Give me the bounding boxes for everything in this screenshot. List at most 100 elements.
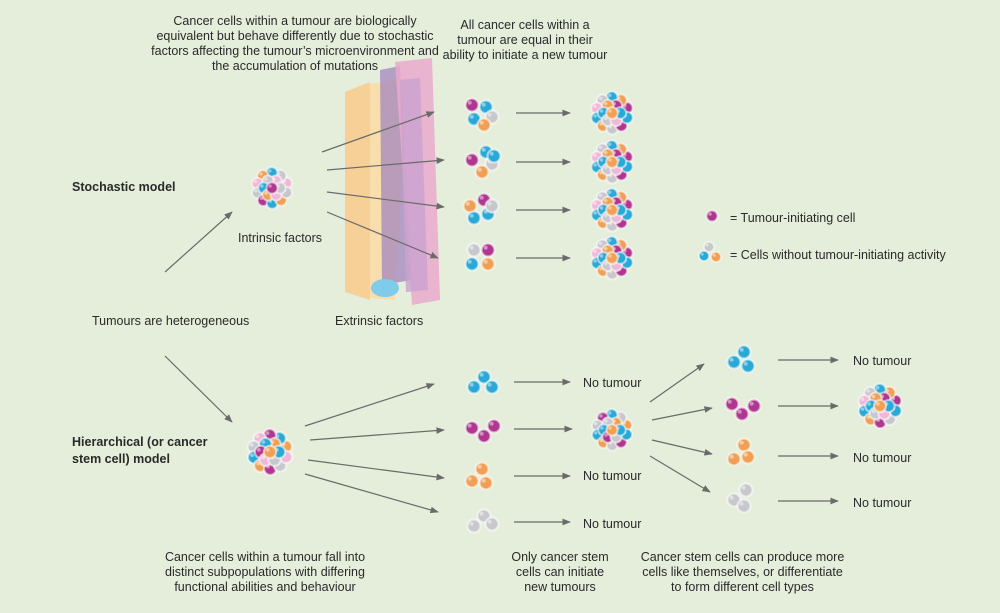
cell-highlight	[593, 114, 597, 118]
cell-highlight	[479, 431, 484, 436]
cell	[484, 379, 500, 395]
cell-highlight	[250, 453, 254, 458]
cell-highlight	[604, 198, 608, 203]
cell-highlight	[265, 431, 270, 435]
cell-highlight	[489, 421, 494, 426]
cell	[734, 406, 750, 422]
cell-highlight	[599, 109, 604, 113]
hierarchical-model-title: Hierarchical (or cancer stem cell) model	[72, 435, 208, 466]
cell-highlight	[743, 452, 748, 457]
cell-highlight	[608, 206, 612, 210]
cell-highlight	[867, 402, 871, 406]
cell-highlight	[467, 100, 472, 105]
cell-highlight	[604, 246, 608, 251]
stochastic-cell-group	[464, 97, 500, 133]
arrow	[309, 427, 445, 441]
orange-cell-group-right	[726, 437, 756, 467]
no-tumour-label: No tumour	[853, 451, 912, 465]
cell	[464, 420, 480, 436]
cell-highlight	[739, 347, 744, 352]
new-tumour-cluster	[590, 187, 634, 233]
cell	[726, 354, 742, 370]
cell-highlight	[593, 421, 598, 426]
new-tumour-cluster	[590, 90, 634, 136]
cell	[484, 516, 500, 532]
cell	[724, 396, 740, 412]
grey-cell-group	[466, 508, 500, 534]
bar-yellow	[345, 82, 370, 300]
cell-highlight	[608, 426, 612, 430]
cell-highlight	[465, 201, 470, 206]
cell-highlight	[487, 519, 492, 524]
cell-highlight	[598, 241, 603, 246]
cell-highlight	[737, 409, 742, 414]
cell-highlight	[481, 478, 486, 483]
cell	[605, 203, 619, 217]
cyan-cell-group	[466, 369, 500, 395]
cell-highlight	[860, 407, 865, 411]
only-stem-cells-caption: Only cancer stem cells can initiate new …	[511, 550, 609, 594]
cell-highlight	[743, 361, 748, 366]
cell-highlight	[469, 245, 474, 250]
cell-highlight	[487, 201, 492, 206]
arrow	[649, 455, 711, 493]
cell-highlight	[727, 399, 732, 404]
cell-highlight	[608, 238, 612, 243]
cell-highlight	[481, 147, 486, 152]
intrinsic-factors-label: Intrinsic factors	[238, 231, 323, 245]
cell	[474, 164, 490, 180]
cell-highlight	[483, 259, 488, 264]
stochastic-caption: Cancer cells within a tumour are biologi…	[151, 14, 439, 73]
cell	[476, 117, 492, 133]
no-tumour-label: No tumour	[583, 469, 642, 483]
cell-highlight	[608, 142, 612, 147]
cell-highlight	[739, 440, 744, 445]
cell	[466, 210, 482, 226]
cell-highlight	[467, 259, 472, 264]
cell-highlight	[604, 433, 608, 437]
cell	[478, 475, 494, 491]
cell-highlight	[876, 402, 880, 406]
cell-highlight	[264, 177, 268, 181]
cell-highlight	[593, 259, 597, 263]
stochastic-cell-group	[464, 242, 496, 272]
cell-highlight	[705, 243, 709, 247]
cell	[486, 418, 502, 434]
cell	[726, 451, 742, 467]
cell	[466, 242, 482, 258]
cell-highlight	[749, 401, 754, 406]
cell-highlight	[467, 155, 472, 160]
arrow	[326, 211, 439, 259]
bar-purple	[380, 66, 412, 285]
cell-highlight	[604, 150, 608, 155]
cell-highlight	[264, 191, 268, 195]
stem-cells-produce-caption: Cancer stem cells can produce more cells…	[640, 550, 845, 594]
cell-highlight	[598, 96, 603, 101]
cell-highlight	[265, 447, 270, 452]
stochastic-cell-group	[464, 144, 502, 180]
cell-highlight	[487, 112, 492, 117]
cell	[464, 97, 480, 113]
cell-highlight	[469, 382, 474, 387]
cell-highlight	[467, 423, 472, 428]
cell	[466, 379, 482, 395]
stochastic-tumour-cluster	[250, 166, 294, 210]
cell-highlight	[467, 476, 472, 481]
cell-highlight	[729, 454, 734, 459]
cell-highlight	[593, 211, 597, 215]
cell-highlight	[479, 120, 484, 125]
new-tumour-cluster	[590, 139, 634, 185]
cell-highlight	[741, 485, 746, 490]
cell	[466, 518, 482, 534]
cell	[710, 251, 722, 263]
cell-highlight	[604, 419, 608, 423]
cell-highlight	[608, 158, 612, 162]
cell-highlight	[256, 447, 261, 452]
cell-highlight	[599, 206, 604, 210]
cell	[698, 250, 710, 262]
stochastic-model-title: Stochastic model	[72, 180, 176, 194]
cell	[262, 444, 278, 460]
cell-highlight	[479, 511, 484, 516]
no-tumour-label: No tumour	[583, 517, 642, 531]
cell-highlight	[599, 254, 604, 258]
